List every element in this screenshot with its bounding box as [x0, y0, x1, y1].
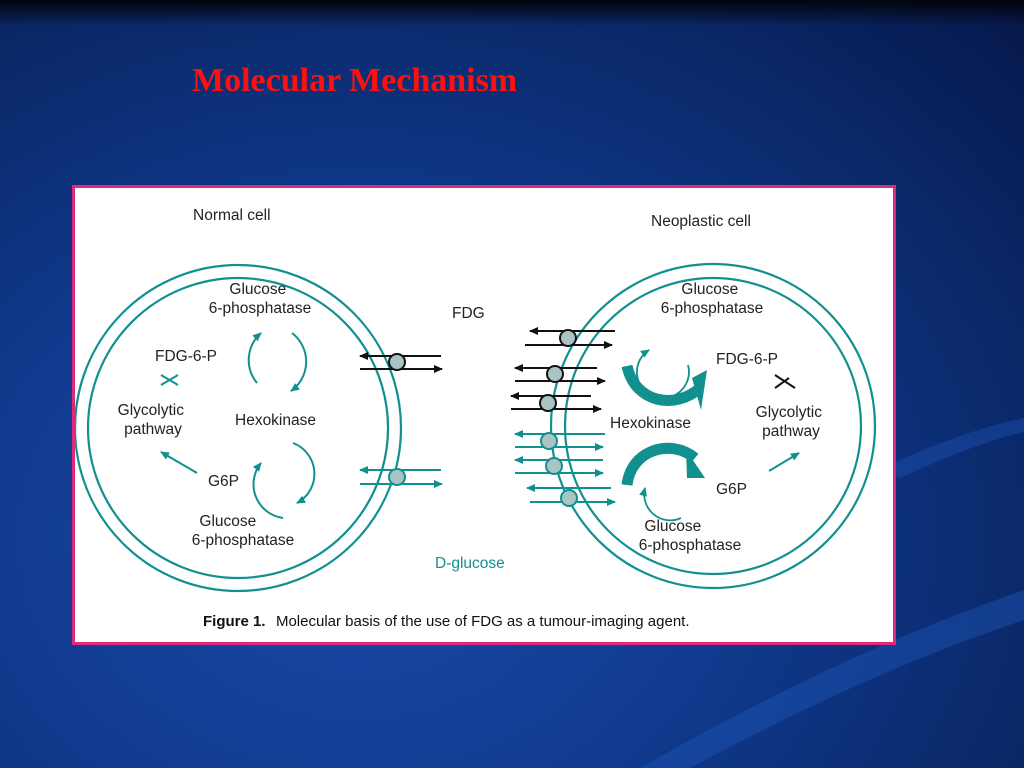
normal-glycolysis-arrow [161, 452, 197, 473]
neoplastic-cell-title: Neoplastic cell [651, 213, 751, 230]
normal-glucose-transporter [360, 469, 442, 485]
neoplastic-glycolytic-pathway: Glycolytic pathway [756, 404, 827, 440]
normal-upper-cycle-arrows [249, 333, 306, 391]
normal-glucose-6-phosphatase-top: Glucose 6-phosphatase [209, 281, 312, 317]
normal-fdg-6-p: FDG-6-P [155, 348, 217, 365]
neoplastic-blocked-cross-icon [775, 375, 795, 388]
neoplastic-hexokinase: Hexokinase [610, 415, 691, 432]
fdg-mechanism-diagram: Normal cell Glucose 6-phosphatase FDG-6-… [75, 188, 893, 642]
normal-lower-cycle-arrows [254, 443, 315, 518]
neoplastic-glycolysis-arrow [769, 453, 799, 471]
normal-glycolytic-pathway: Glycolytic pathway [118, 402, 189, 438]
normal-glucose-6-phosphatase-bottom: Glucose 6-phosphatase [192, 513, 295, 549]
neoplastic-cell: Neoplastic cell Glucose 6-phosphatase FD… [511, 213, 875, 588]
neoplastic-fdg-transporters [511, 330, 615, 411]
slide-title: Molecular Mechanism [192, 62, 517, 100]
figure-caption: Figure 1. Molecular basis of the use of … [203, 613, 690, 630]
normal-cell-title: Normal cell [193, 207, 271, 224]
neoplastic-upper-cycle-arrows [627, 350, 707, 410]
d-glucose-label: D-glucose [435, 555, 505, 572]
normal-cell: Normal cell Glucose 6-phosphatase FDG-6-… [75, 207, 442, 591]
neoplastic-lower-cycle-arrows [627, 448, 705, 520]
normal-hexokinase: Hexokinase [235, 412, 316, 429]
neoplastic-glucose-6-phosphatase-top: Glucose 6-phosphatase [661, 281, 764, 317]
normal-g6p: G6P [208, 473, 239, 490]
normal-blocked-cross-icon [161, 375, 178, 385]
fdg-label: FDG [452, 305, 485, 322]
neoplastic-fdg-6-p: FDG-6-P [716, 351, 778, 368]
figure-frame: Normal cell Glucose 6-phosphatase FDG-6-… [72, 185, 896, 645]
neoplastic-g6p: G6P [716, 481, 747, 498]
neoplastic-glucose-6-phosphatase-bottom: Glucose 6-phosphatase [639, 518, 742, 554]
